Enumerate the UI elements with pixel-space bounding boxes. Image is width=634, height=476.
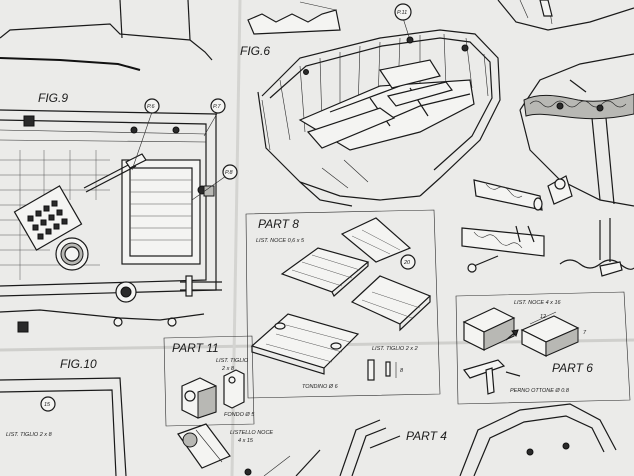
listello-label: LISTELLO NOCE <box>230 430 273 436</box>
callout-p7 <box>210 98 226 114</box>
fig10-tiglio: LIST. TIGLIO 2 x 8 <box>6 432 53 438</box>
perno-label: PERNO OTTONE Ø 0.8 <box>510 388 570 394</box>
fig9-label: FIG.9 <box>38 91 68 105</box>
part8-group: PART 8 LIST. NOCE 0,6 x 5 20 TONDINO Ø 6… <box>245 209 441 399</box>
part11-tiglio-a: LIST. TIGLIO <box>216 358 249 364</box>
part8-wood-spec: LIST. NOCE 0,6 x 5 <box>256 238 305 244</box>
part4-label: PART 4 <box>406 429 447 443</box>
part8-label: PART 8 <box>258 217 299 231</box>
part6-label: PART 6 <box>552 361 593 375</box>
part6-wood-spec: LIST. NOCE 4 x 16 <box>514 300 562 306</box>
deck-grating <box>13 185 83 251</box>
part11-group: PART 11 LIST. TIGLIO 2 x 8 FONDO Ø 5 <box>163 335 255 427</box>
right-parts <box>461 175 634 277</box>
callout-p8 <box>222 164 238 180</box>
part8-tiglio-spec: LIST. TIGLIO 2 x 2 <box>372 346 418 352</box>
part11-tiglio-b: 2 x 8 <box>221 366 235 372</box>
part6-dim-12: 12 <box>540 314 546 320</box>
bottom-frames: PART 4 <box>263 403 617 476</box>
fig6-label: FIG.6 <box>240 44 270 58</box>
part8-plank-c <box>350 275 432 332</box>
callout-p6-label: P.6 <box>147 104 155 110</box>
part11-tondo: FONDO Ø 5 <box>224 412 255 418</box>
peg-dim-8: 8 <box>400 368 404 374</box>
part8-plank-d <box>250 313 360 375</box>
part6-group: LIST. NOCE 4 x 16 12 7 PART 6 PERNO OTTO… <box>455 291 631 405</box>
top-center-fragment <box>247 1 341 35</box>
part8-plank-b <box>340 217 412 263</box>
top-right-hull <box>497 0 634 207</box>
callout-p7-label: P.7 <box>213 104 221 110</box>
fig9-deck-plan: P.6 P.7 P.8 <box>0 98 238 333</box>
listello-noce-part: LISTELLO NOCE 4 x 15 <box>177 423 273 476</box>
callout-15 <box>40 396 56 412</box>
part6-dim-7: 7 <box>583 330 587 336</box>
part8-plank-a <box>280 247 370 297</box>
callout-20-label: 20 <box>403 260 411 266</box>
callout-p11-label: P.11 <box>397 10 407 16</box>
fig10-drawing: 15 LIST. TIGLIO 2 x 8 <box>0 377 127 476</box>
fig6-boat-hull: P.11 <box>257 3 501 207</box>
listello-dim: 4 x 15 <box>238 438 254 444</box>
callout-20 <box>400 254 416 270</box>
part11-label: PART 11 <box>172 341 219 355</box>
top-left-fragment <box>0 0 213 71</box>
tondino-label: TONDINO Ø 6 <box>302 384 339 390</box>
callout-15-label: 15 <box>44 402 51 408</box>
callout-p11 <box>394 3 412 21</box>
fig10-label: FIG.10 <box>60 357 97 371</box>
callout-p8-label: P.8 <box>225 170 233 176</box>
callout-p6 <box>144 98 160 114</box>
